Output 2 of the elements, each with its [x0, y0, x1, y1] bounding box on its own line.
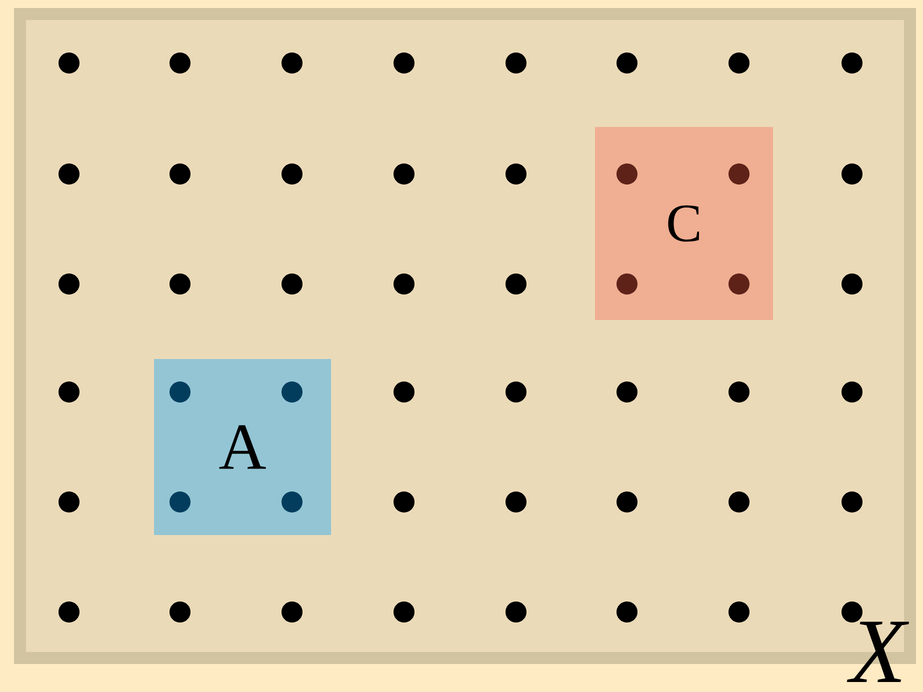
subset-box: A [154, 359, 331, 535]
subset-box: C [595, 127, 773, 320]
